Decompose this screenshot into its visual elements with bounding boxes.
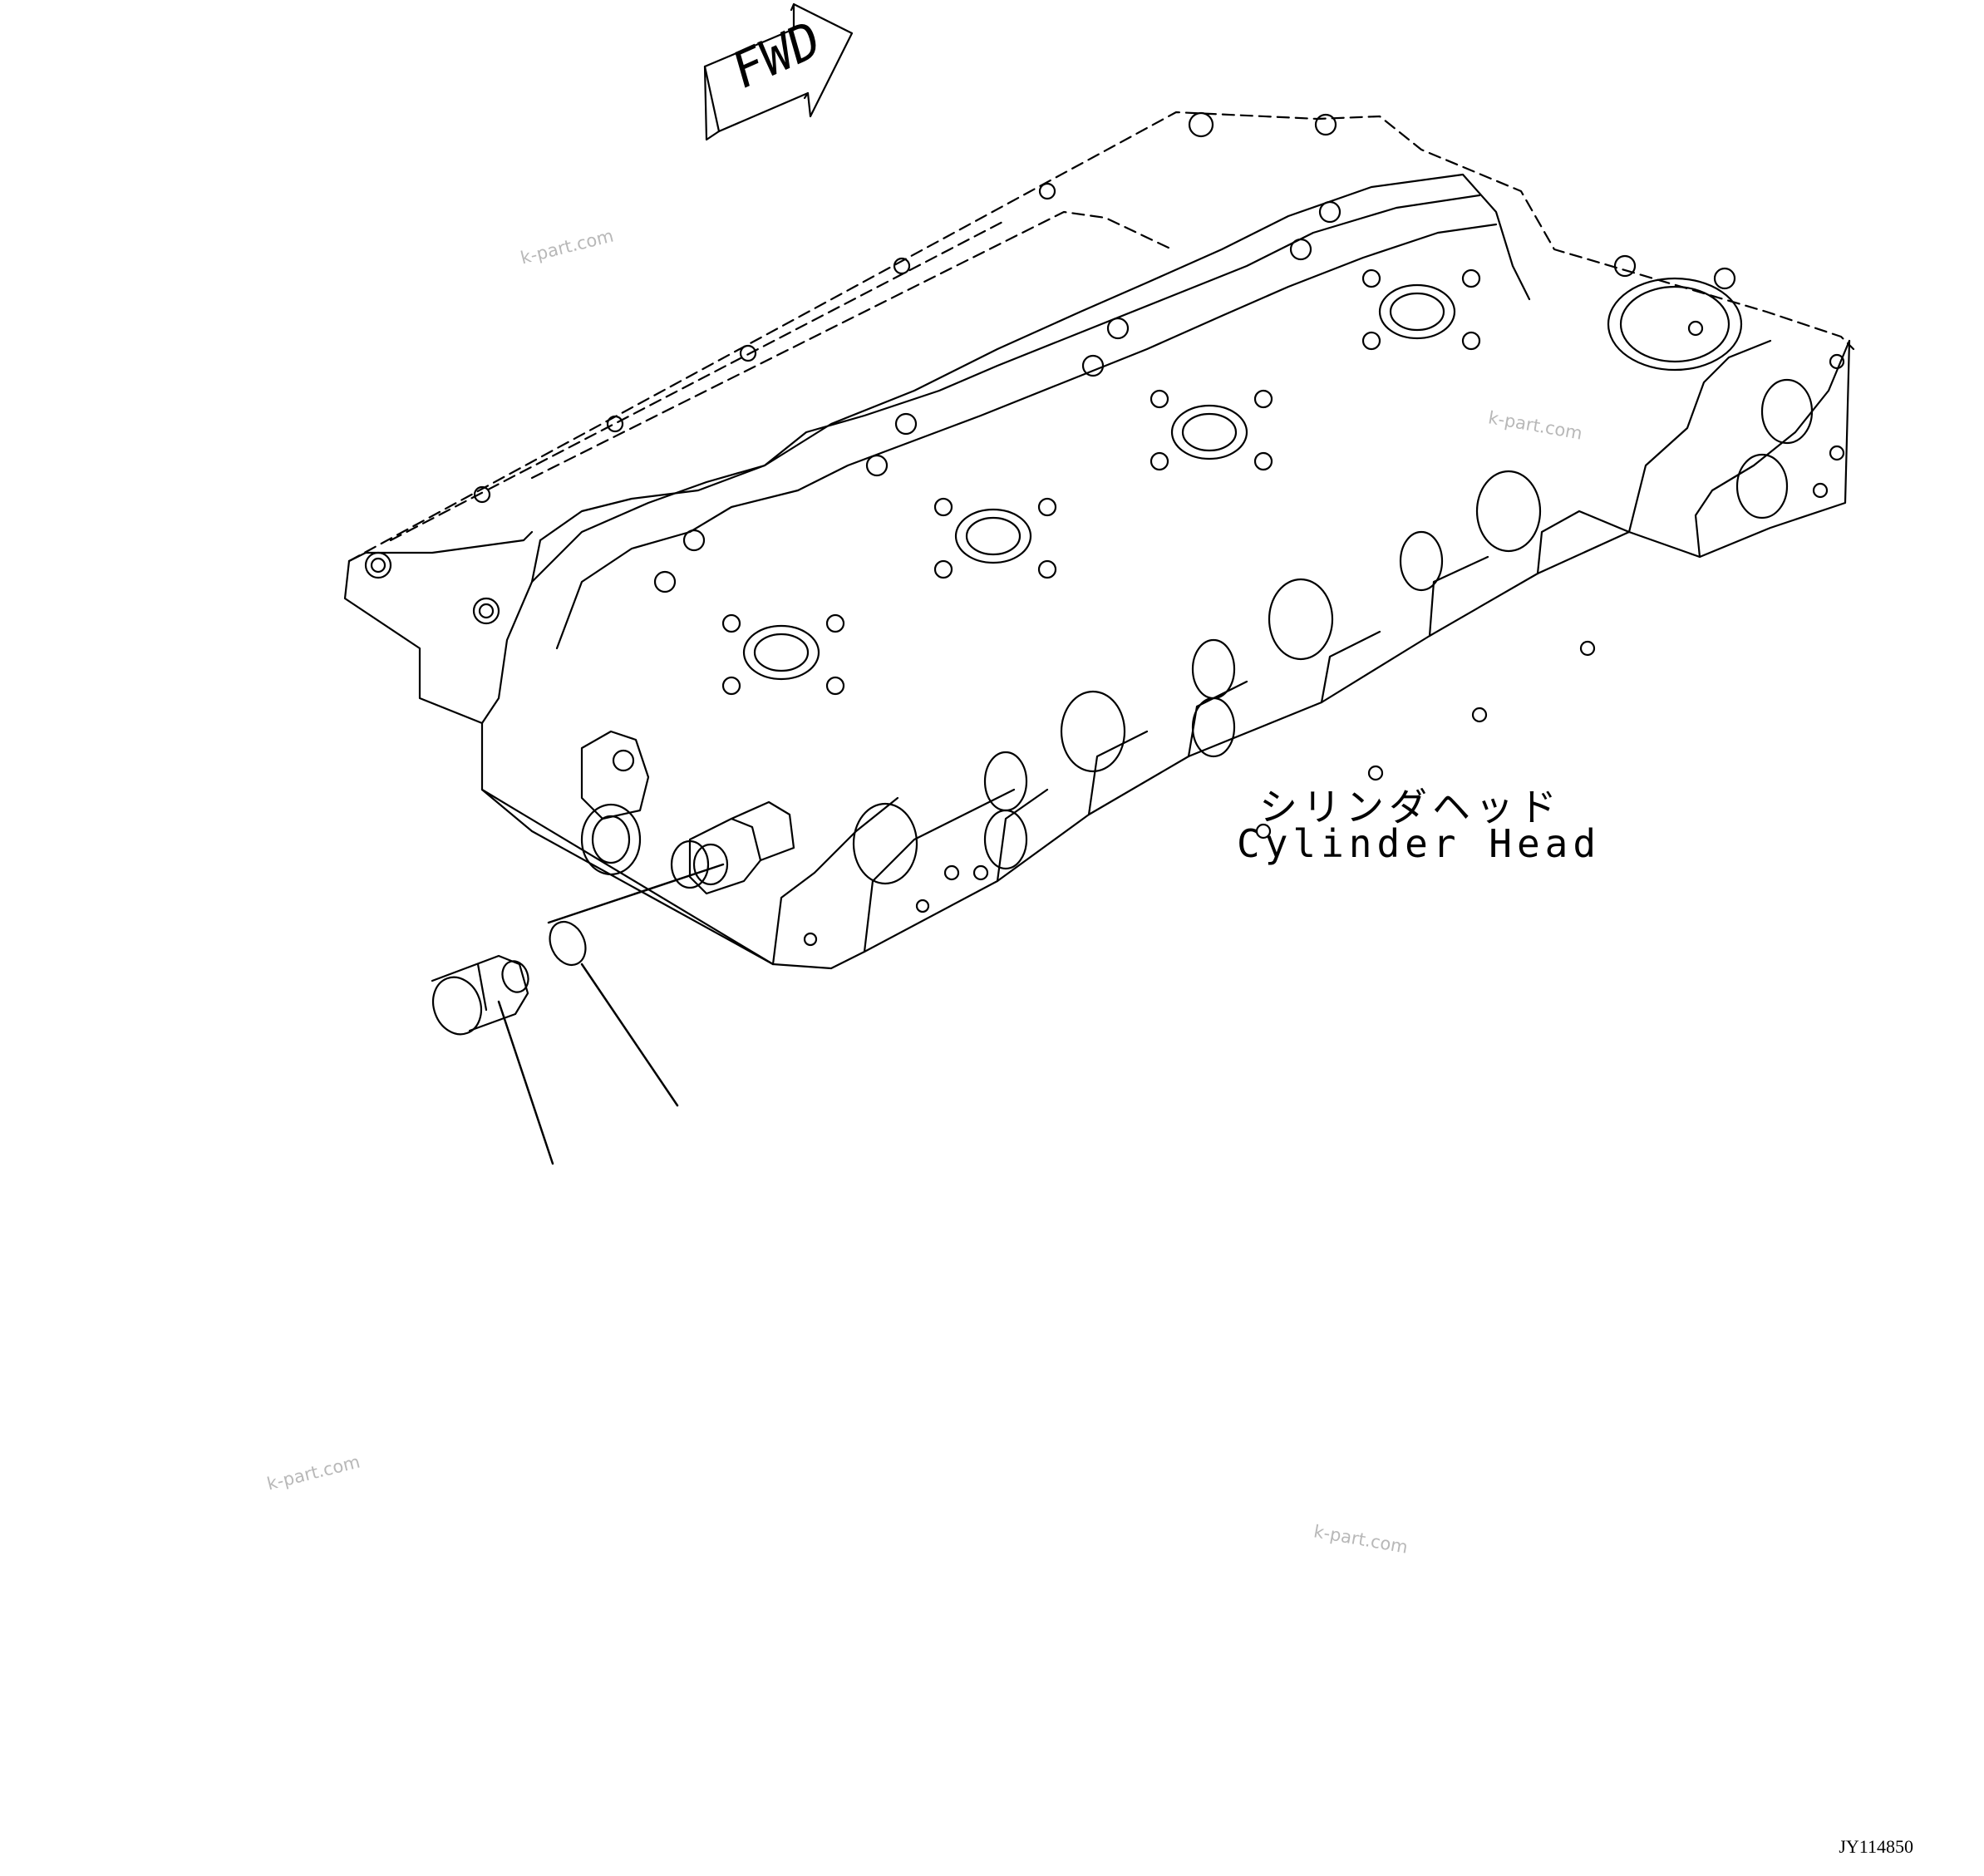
plug-callout-line [497,1000,554,1165]
plug-icon [431,954,529,1036]
part-label-japanese: シリンダヘッド [1259,785,1562,830]
o-ring-callout-line [580,963,679,1107]
forward-arrow-icon [703,2,854,141]
cylinder-head-body [343,173,1851,970]
cylinder-head-back-outline [347,111,1855,563]
part-label-english: Cylinder Head [1237,821,1602,866]
valve-ports [742,277,1814,885]
front-face-details [580,730,795,895]
drawing-number: JY114850 [1839,1836,1913,1857]
leader-lines [497,863,725,1165]
o-ring-leader-line [547,863,725,924]
bolt-holes [364,111,1845,947]
o-ring-icon [549,921,587,966]
